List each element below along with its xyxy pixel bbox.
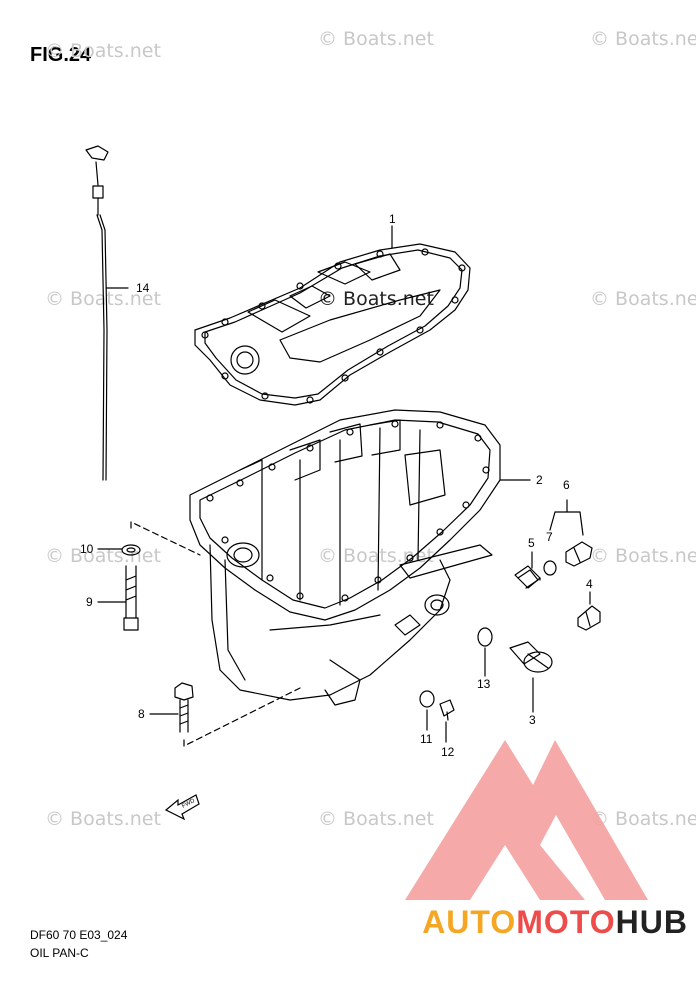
brand-part-hub: HUB xyxy=(615,904,688,940)
plug-6-part xyxy=(565,541,593,567)
watermark: © Boats.net xyxy=(590,808,696,830)
bolt-8-part xyxy=(174,682,194,733)
fwd-arrow-icon: FWD xyxy=(164,794,200,821)
watermark: © Boats.net xyxy=(45,40,161,62)
brand-logo: AUTOMOTOHUB xyxy=(422,904,688,941)
figure-name: OIL PAN-C xyxy=(30,946,89,960)
callout-6-leader xyxy=(549,499,584,536)
callout-4: 4 xyxy=(586,577,593,591)
screw-12-part xyxy=(439,699,455,721)
plug-4-part xyxy=(577,605,601,631)
watermark: © Boats.net xyxy=(318,545,434,567)
dipstick-part xyxy=(85,145,109,481)
callout-14: 14 xyxy=(136,281,150,295)
callout-13: 13 xyxy=(477,677,491,691)
callout-2: 2 xyxy=(536,473,543,487)
callout-6: 6 xyxy=(563,478,570,492)
callout-7: 7 xyxy=(546,530,553,544)
callout-10: 10 xyxy=(80,542,94,556)
watermark: © Boats.net xyxy=(318,288,434,310)
watermark: © Boats.net xyxy=(45,808,161,830)
figure-code: DF60 70 E03_024 xyxy=(30,928,128,942)
callout-11: 11 xyxy=(420,732,433,746)
o-ring-13-part xyxy=(477,627,493,647)
brand-part-auto: AUTO xyxy=(422,904,517,940)
watermark: © Boats.net xyxy=(590,288,696,310)
oil-pan-part xyxy=(189,409,501,706)
washer-11-part xyxy=(419,690,435,708)
bolt-9-part xyxy=(121,544,141,631)
figure-title: FIG.24 xyxy=(30,44,92,66)
automotohub-logo-icon xyxy=(405,740,648,900)
callout-1: 1 xyxy=(389,212,396,226)
callout-5: 5 xyxy=(528,536,535,550)
o-ring-7-part xyxy=(543,560,557,576)
bolt-8-guide-line xyxy=(183,687,301,747)
bolt-9-guide-line xyxy=(130,521,201,556)
callout-9: 9 xyxy=(86,595,93,609)
gasket-part xyxy=(194,243,471,406)
watermark: © Boats.net xyxy=(318,28,434,50)
drain-plug-3-part xyxy=(509,641,553,673)
brand-part-moto: MOTO xyxy=(516,904,616,940)
watermark: © Boats.net xyxy=(590,545,696,567)
watermark: © Boats.net xyxy=(318,808,434,830)
watermark: © Boats.net xyxy=(45,545,161,567)
callout-12: 12 xyxy=(441,745,455,759)
watermark: © Boats.net xyxy=(590,28,696,50)
callout-8: 8 xyxy=(138,707,145,721)
plug-5-part xyxy=(514,565,541,589)
callout-3: 3 xyxy=(529,713,536,727)
